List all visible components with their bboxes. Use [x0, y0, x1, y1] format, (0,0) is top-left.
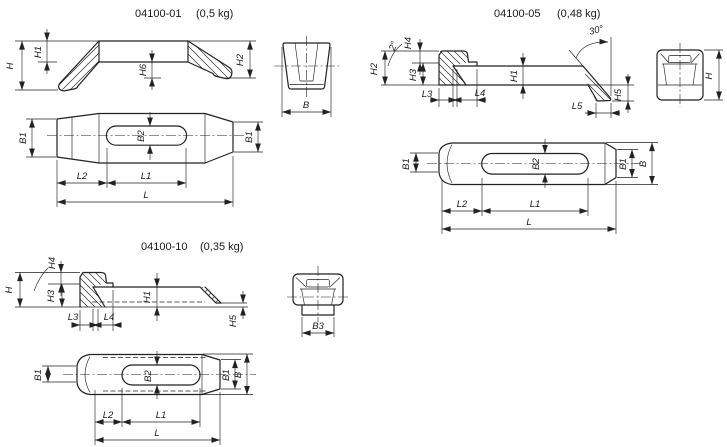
dim-label-b: B	[233, 371, 244, 378]
dim-label-l4: L4	[475, 88, 486, 99]
dim-label-b: B	[303, 100, 310, 111]
drawing-3-side-dims: H4 H H3 L3 L4 H1 H5	[4, 257, 247, 331]
dim-label-b2: B2	[143, 369, 154, 381]
drawing-3-end-view: B3	[287, 266, 349, 337]
drawing-3: 04100-10 (0,35 kg)	[4, 241, 349, 445]
dim-label-h3: H3	[46, 289, 57, 302]
drawing-2-end-dims: H	[704, 49, 723, 101]
drawing-3-end-dims: B3	[301, 317, 335, 337]
dim-label-b1-left: B1	[33, 369, 44, 381]
dim-label-b1-left: B1	[401, 158, 412, 170]
drawing-1-weight: (0,5 kg)	[196, 8, 233, 20]
dim-label-h6: H6	[138, 63, 149, 76]
dim-label-l1: L1	[530, 199, 541, 210]
drawing-3-title: 04100-10	[141, 241, 188, 253]
drawing-2-top-view: B1 B2 B1 B L2 L1 L	[401, 139, 658, 234]
drawing-1-side-dims: H H1 H6 H2	[5, 29, 256, 91]
dim-label-l1: L1	[156, 410, 167, 421]
dim-label-h4: H4	[47, 257, 58, 269]
drawing-2-title: 04100-05	[494, 8, 541, 20]
drawing-2-side-view: 2° H4 H2 H3 L3 L4 H1 30° H5 L5	[369, 23, 634, 118]
dim-label-b1-left: B1	[18, 132, 29, 144]
drawing-1-top-view: B1 B2 B1 L2 L1 L	[18, 112, 263, 207]
drawing-1-end-view: B	[274, 36, 339, 117]
dim-label-l: L	[526, 217, 531, 228]
dim-label-h5: H5	[613, 88, 624, 101]
dim-label-h1: H1	[142, 291, 153, 303]
dim-label-b1-right: B1	[221, 369, 232, 381]
dim-label-h4: H4	[403, 37, 414, 49]
dim-label-b3: B3	[312, 321, 324, 332]
drawing-3-side-view: H4 H H3 L3 L4 H1 H5	[4, 257, 248, 331]
drawing-3-weight: (0,35 kg)	[200, 241, 243, 253]
drawing-1: 04100-01 (0,5 kg)	[5, 8, 339, 207]
dim-label-h5: H5	[228, 314, 239, 327]
dim-label-l5: L5	[572, 101, 583, 112]
dim-label-h: H	[704, 72, 715, 79]
dim-label-h1: H1	[33, 46, 44, 58]
dim-label-l3: L3	[422, 89, 433, 100]
dim-label-h3: H3	[408, 68, 419, 81]
dim-label-h: H	[5, 62, 16, 69]
drawing-3-top-view: B1 B2 B1 B L2 L1 L	[33, 351, 256, 445]
dim-label-l4: L4	[104, 312, 115, 323]
drawing-1-side-view: H H1 H6 H2	[5, 29, 256, 92]
dim-label-b2: B2	[531, 157, 542, 169]
drawing-2-weight: (0,48 kg)	[557, 8, 600, 20]
dim-label-draft-angle: 2°	[387, 40, 401, 53]
drawing-2-end-view: H	[656, 43, 723, 107]
dim-label-h1: H1	[509, 70, 520, 82]
dim-label-l1: L1	[141, 171, 152, 182]
drawing-2: 04100-05 (0,48 kg)	[369, 8, 723, 234]
drawing-3-top-dims: B1 B2 B1 B L2 L1 L	[33, 351, 253, 445]
dim-label-l2: L2	[103, 410, 114, 421]
dim-label-foot-angle: 30°	[588, 23, 605, 37]
dim-label-l: L	[143, 190, 148, 201]
dim-label-l2: L2	[77, 171, 88, 182]
dim-label-h2: H2	[235, 53, 246, 66]
dim-label-b: B	[638, 160, 649, 167]
dim-label-b1-right: B1	[618, 158, 629, 170]
drawing-2-top-dims: B1 B2 B1 B L2 L1 L	[401, 139, 658, 234]
hatching-right-leg	[188, 41, 232, 79]
drawing-1-end-dims: B	[281, 47, 332, 117]
drawing-2-side-dims: 2° H4 H2 H3 L3 L4 H1 30° H5 L5	[369, 23, 634, 118]
hatching-left-leg	[58, 41, 99, 90]
dim-label-b2: B2	[136, 129, 147, 141]
dim-label-l: L	[154, 428, 159, 439]
dim-label-h2: H2	[369, 62, 380, 75]
dim-label-h: H	[4, 286, 15, 293]
drawing-1-top-dims: B1 B2 B1 L2 L1 L	[18, 112, 263, 207]
dim-label-l3: L3	[68, 312, 79, 323]
dim-label-l2: L2	[457, 199, 468, 210]
drawing-1-title: 04100-01	[135, 8, 182, 20]
dim-label-b1-right: B1	[244, 131, 255, 143]
